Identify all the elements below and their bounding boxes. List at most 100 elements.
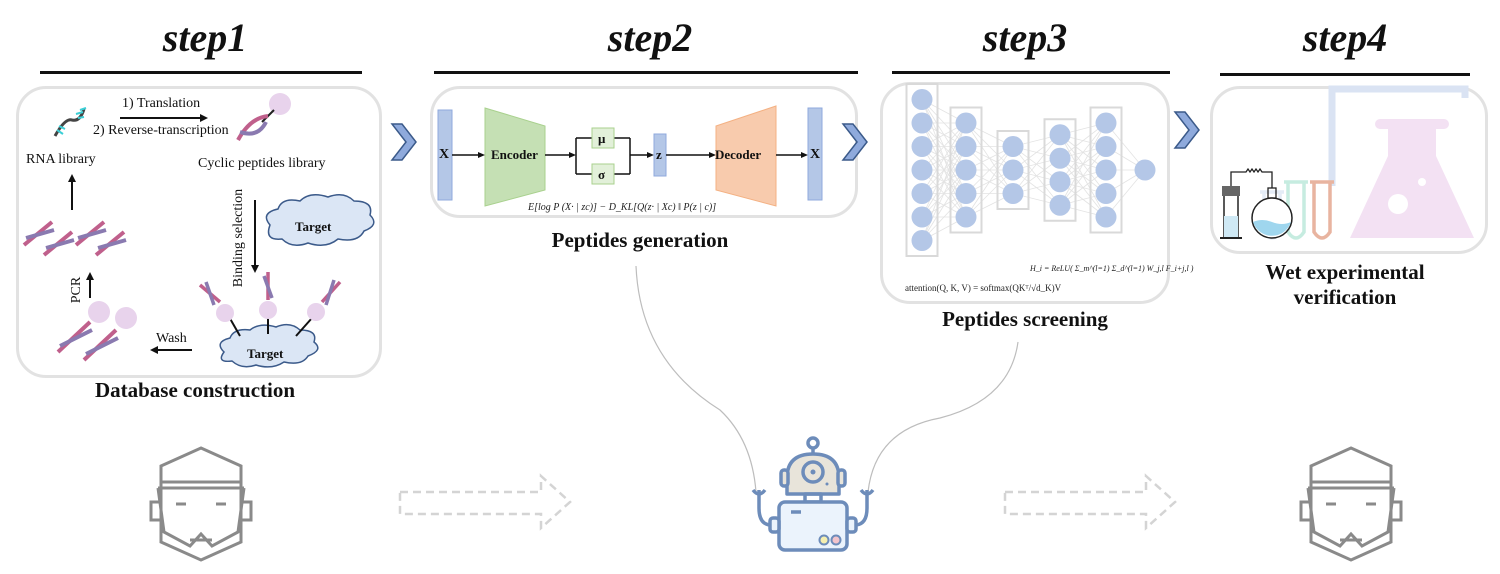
- attention-formula: attention(Q, K, V) = softmax(QKᵀ/√d_K)V: [905, 283, 1062, 293]
- nn-node: [1002, 159, 1024, 181]
- nn-edge: [965, 146, 1014, 194]
- chevron-right-icon: [841, 123, 868, 161]
- step2-caption: Peptides generation: [551, 228, 729, 252]
- nn-node: [911, 159, 933, 181]
- decoder-label: Decoder: [715, 147, 762, 162]
- decoder-block: [715, 105, 777, 207]
- latent-z-label: z: [656, 147, 662, 162]
- nn-node: [911, 136, 933, 157]
- nn-node: [955, 112, 977, 134]
- output-vector: [807, 107, 823, 201]
- step4-caption: Wet experimental verification: [1265, 260, 1425, 310]
- nn-node: [1134, 159, 1156, 181]
- nn-node: [1049, 147, 1071, 169]
- nn-node: [955, 183, 977, 204]
- nn-edge: [965, 146, 1014, 218]
- nn-node: [1002, 183, 1024, 204]
- nn-node: [911, 230, 933, 251]
- nn-edge: [1059, 122, 1107, 206]
- scientist-face-icon: [1299, 446, 1403, 562]
- nn-node: [955, 206, 977, 228]
- nn-node: [911, 112, 933, 134]
- step1-graphics: [22, 93, 375, 368]
- reverse-transcription-label: 2) Reverse-transcription: [93, 123, 229, 138]
- nn-node: [1049, 194, 1071, 216]
- nn-node: [955, 136, 977, 157]
- nn-node: [1095, 183, 1117, 204]
- nn-node: [1095, 206, 1117, 228]
- nn-layer-box: [905, 83, 939, 257]
- input-x-label: X: [439, 147, 450, 162]
- nn-layer-box: [1043, 118, 1077, 222]
- step2-title: step2: [607, 15, 693, 60]
- step3-rule: [892, 71, 1170, 74]
- target-bottom-label: Target: [247, 346, 284, 361]
- step3-caption: Peptides screening: [942, 307, 1108, 331]
- test-tube-icon: [1286, 182, 1306, 240]
- sigma-block: [591, 163, 615, 185]
- robot-icon: [751, 436, 875, 552]
- mu-label: μ: [598, 131, 606, 146]
- nn-layer-box: [949, 106, 983, 234]
- nn-node: [1049, 124, 1071, 146]
- erlenmeyer-flask-icon: [1350, 119, 1474, 238]
- dashed-arrow-right-icon: [398, 473, 572, 531]
- step1-caption: Database construction: [94, 378, 296, 402]
- step4-title: step4: [1302, 15, 1388, 60]
- nn-edge: [921, 193, 967, 241]
- nn-edge: [921, 122, 967, 194]
- nn-node: [955, 159, 977, 181]
- nn-layer-box: [996, 130, 1030, 210]
- nn-node: [1002, 136, 1024, 157]
- nn-edge: [965, 169, 1014, 218]
- vae-loss-formula: E[log P (X· | zc)] − D_KL[Q(z· | Xc) ‖ P…: [528, 202, 717, 213]
- rna-library-label: RNA library: [26, 152, 96, 167]
- cyclic-peptide-icon: [236, 93, 291, 141]
- vae-diagram: [437, 105, 823, 207]
- nn-node: [911, 206, 933, 228]
- encoder-block: [484, 107, 546, 207]
- lab-equipment-illustration: [1220, 85, 1474, 240]
- step4-rule: [1220, 73, 1470, 76]
- encoder-label: Encoder: [491, 147, 538, 162]
- nn-node: [1095, 136, 1117, 157]
- chevron-right-icon: [390, 123, 417, 161]
- nn-edge: [921, 169, 967, 241]
- step2-rule: [434, 71, 858, 74]
- step1-rule: [40, 71, 362, 74]
- sigma-label: σ: [598, 167, 606, 182]
- nn-edge: [921, 122, 967, 218]
- dashed-arrow-right-icon: [1003, 473, 1177, 531]
- distillation-apparatus-icon: [1220, 167, 1293, 239]
- test-tube-icon: [1312, 182, 1332, 240]
- dna-cluster-icon: [22, 220, 127, 257]
- wash-label: Wash: [156, 331, 187, 346]
- nn-node: [1049, 171, 1071, 193]
- nn-node: [1095, 159, 1117, 181]
- step1-title: step1: [162, 15, 248, 60]
- translation-label: 1) Translation: [122, 96, 201, 111]
- nn-edge: [921, 146, 967, 241]
- mu-block: [591, 127, 615, 149]
- chevron-right-icon: [1173, 111, 1200, 149]
- target-cloud-bottom: [219, 323, 319, 368]
- target-bound-peptides: [198, 272, 342, 337]
- nn-layer-box: [1089, 106, 1123, 234]
- rna-strand-icon: [53, 107, 87, 137]
- target-top-label: Target: [295, 219, 332, 234]
- output-x-label: X: [810, 147, 821, 162]
- nn-edge: [1059, 146, 1107, 206]
- nn-node: [1095, 112, 1117, 134]
- bound-peptide-icon: [56, 301, 137, 362]
- nn-node: [911, 89, 933, 110]
- nn-edge: [1012, 134, 1061, 194]
- step3-title: step3: [982, 15, 1068, 60]
- target-cloud-top: [265, 194, 375, 246]
- nn-edge: [1059, 122, 1107, 182]
- nn-edge: [921, 122, 967, 171]
- neural-network-diagram: [905, 83, 1156, 257]
- nn-node: [911, 183, 933, 204]
- cyclic-library-label: Cyclic peptides library: [198, 156, 326, 171]
- scientist-face-icon: [149, 446, 253, 562]
